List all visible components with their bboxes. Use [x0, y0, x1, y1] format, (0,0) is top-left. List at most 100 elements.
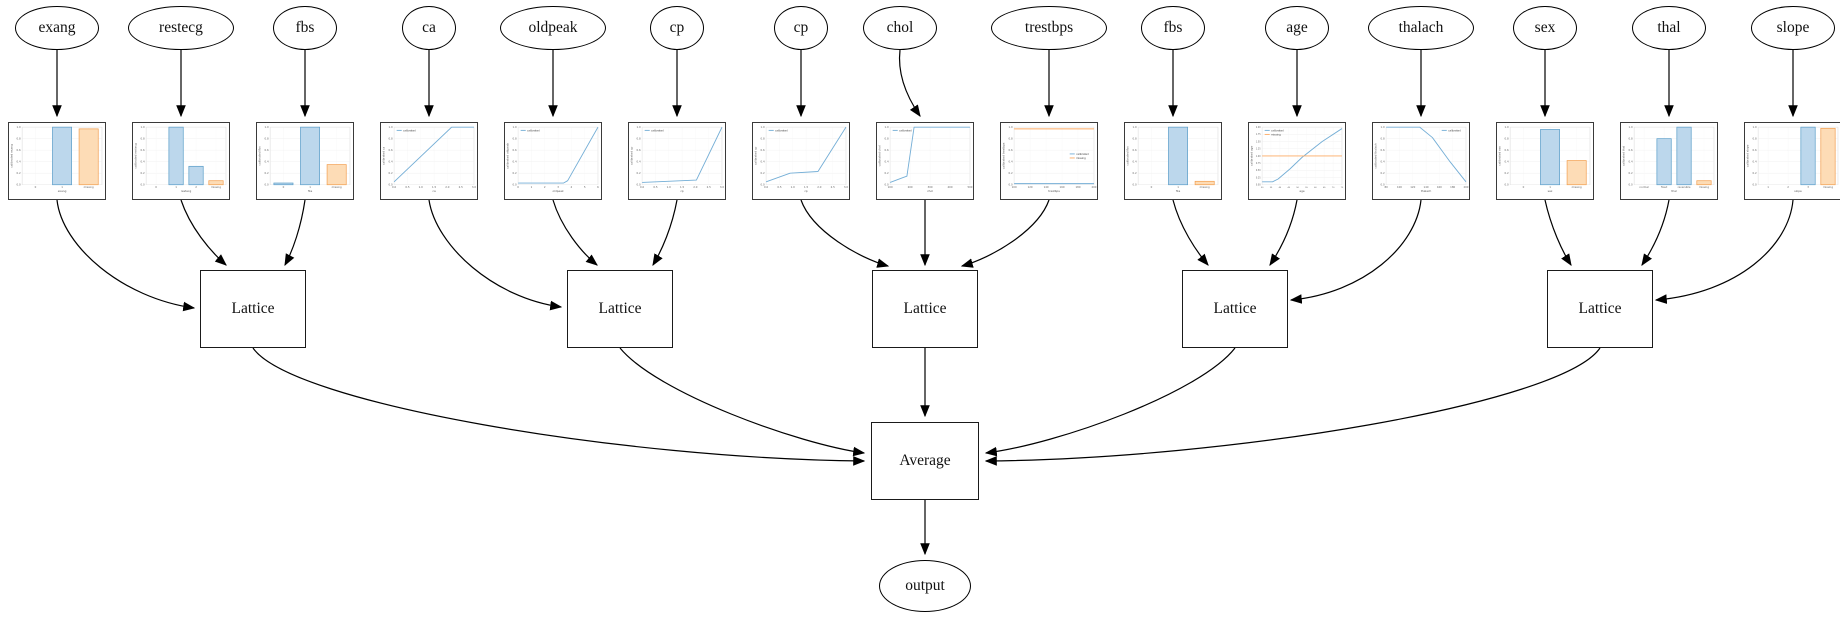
- edge-34: [984, 347, 1236, 457]
- svg-text:0.2: 0.2: [1380, 171, 1384, 175]
- svg-text:calibrated fbs: calibrated fbs: [257, 146, 261, 166]
- svg-text:0.6: 0.6: [1132, 148, 1136, 152]
- svg-text:2.0: 2.0: [693, 185, 697, 189]
- feature-label: slope: [1776, 19, 1810, 36]
- svg-text:200: 200: [1463, 185, 1468, 189]
- svg-text:calibrated: calibrated: [403, 128, 416, 132]
- svg-text:2.5: 2.5: [459, 185, 463, 189]
- svg-text:age: age: [1299, 189, 1305, 193]
- feature-node-cp-6: cp: [650, 6, 704, 50]
- svg-text:0.2: 0.2: [1628, 171, 1632, 175]
- svg-text:0.8: 0.8: [1628, 137, 1632, 141]
- svg-text:0.6: 0.6: [884, 148, 888, 152]
- edge-21: [652, 199, 678, 267]
- svg-text:100: 100: [1397, 185, 1402, 189]
- svg-text:0.8: 0.8: [388, 137, 392, 141]
- lattice-label: Lattice: [598, 300, 642, 317]
- svg-text:1.0: 1.0: [760, 125, 764, 129]
- svg-text:0.4: 0.4: [140, 160, 144, 164]
- svg-text:missing: missing: [1572, 185, 1582, 189]
- svg-text:0.2: 0.2: [884, 171, 888, 175]
- svg-text:0.0: 0.0: [512, 183, 516, 187]
- svg-text:1: 1: [175, 185, 177, 189]
- svg-text:120: 120: [1410, 185, 1415, 189]
- svg-text:100: 100: [888, 185, 893, 189]
- svg-text:0.2: 0.2: [1752, 171, 1756, 175]
- lattice-box-2: Lattice: [567, 270, 673, 348]
- svg-text:0.5: 0.5: [405, 185, 409, 189]
- svg-text:0.8: 0.8: [884, 137, 888, 141]
- svg-text:0.4: 0.4: [388, 160, 392, 164]
- feature-node-cp-7: cp: [774, 6, 828, 50]
- svg-text:0.0: 0.0: [884, 183, 888, 187]
- svg-text:calibrated thalach: calibrated thalach: [1373, 143, 1377, 169]
- svg-text:0.4: 0.4: [1752, 160, 1756, 164]
- edge-22: [800, 199, 890, 268]
- feature-node-fbs-10: fbs: [1141, 6, 1205, 50]
- svg-text:ca: ca: [432, 189, 436, 193]
- lattice-box-1: Lattice: [200, 270, 306, 348]
- svg-text:0.0: 0.0: [16, 183, 20, 187]
- svg-text:1: 1: [61, 185, 63, 189]
- edge-32: [619, 347, 866, 457]
- svg-text:0.4: 0.4: [1504, 160, 1508, 164]
- svg-text:0.4: 0.4: [1380, 160, 1384, 164]
- svg-text:0.8: 0.8: [140, 137, 144, 141]
- edge-17: [180, 199, 227, 266]
- svg-text:0.4: 0.4: [1008, 160, 1012, 164]
- feature-label: thalach: [1398, 19, 1444, 36]
- svg-text:0.6: 0.6: [1380, 148, 1384, 152]
- svg-text:0.6: 0.6: [264, 148, 268, 152]
- svg-text:1.0: 1.0: [667, 185, 671, 189]
- svg-text:1.0: 1.0: [264, 125, 268, 129]
- svg-text:0.6: 0.6: [1752, 148, 1756, 152]
- svg-text:0.0: 0.0: [264, 183, 268, 187]
- svg-text:3: 3: [1807, 185, 1809, 189]
- svg-text:thal: thal: [1671, 189, 1677, 193]
- svg-text:reversible: reversible: [1678, 185, 1691, 189]
- svg-text:slope: slope: [1794, 189, 1802, 193]
- svg-text:0.00: 0.00: [1256, 185, 1261, 187]
- svg-text:1: 1: [531, 185, 533, 189]
- svg-text:0.6: 0.6: [1504, 148, 1508, 152]
- svg-text:calibrated oldpeak: calibrated oldpeak: [505, 142, 509, 169]
- svg-text:55: 55: [1305, 187, 1308, 189]
- svg-text:50: 50: [1296, 187, 1299, 189]
- svg-text:missing: missing: [1699, 185, 1709, 189]
- edge-20: [552, 199, 598, 266]
- feature-node-ca-4: ca: [402, 6, 456, 50]
- svg-text:calibrated thal: calibrated thal: [1621, 146, 1625, 167]
- svg-text:0.8: 0.8: [512, 137, 516, 141]
- svg-text:0.8: 0.8: [1504, 137, 1508, 141]
- edge-24: [960, 199, 1050, 268]
- svg-text:0.0: 0.0: [1008, 183, 1012, 187]
- feature-node-thalach-12: thalach: [1368, 6, 1474, 50]
- svg-text:0.0: 0.0: [760, 183, 764, 187]
- svg-text:1.50: 1.50: [1256, 141, 1261, 143]
- svg-text:normal: normal: [1640, 185, 1649, 189]
- svg-text:calibrated: calibrated: [651, 128, 664, 132]
- lattice-box-5: Lattice: [1547, 270, 1653, 348]
- svg-text:4: 4: [571, 185, 573, 189]
- feature-label: fbs: [295, 19, 315, 36]
- svg-text:1.0: 1.0: [512, 125, 516, 129]
- svg-text:0.0: 0.0: [636, 183, 640, 187]
- svg-text:2.5: 2.5: [831, 185, 835, 189]
- svg-text:0.2: 0.2: [264, 171, 268, 175]
- svg-text:0.0: 0.0: [640, 185, 644, 189]
- svg-text:2: 2: [1787, 185, 1789, 189]
- svg-text:calibrated ca: calibrated ca: [381, 147, 385, 166]
- output-label: output: [905, 577, 945, 594]
- svg-text:1: 1: [1767, 185, 1769, 189]
- svg-text:0.5: 0.5: [777, 185, 781, 189]
- svg-text:0.4: 0.4: [1132, 160, 1136, 164]
